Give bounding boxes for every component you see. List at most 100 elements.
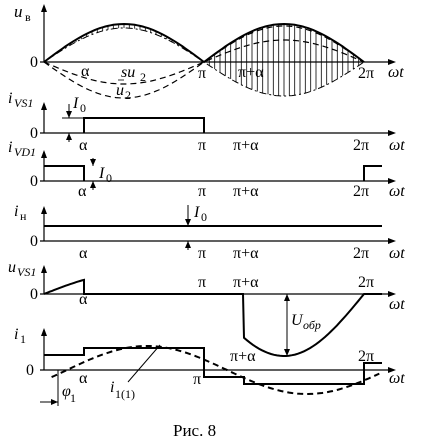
uvs1-dim-arrow-b [284, 349, 290, 356]
in-I0-sub: 0 [201, 210, 207, 224]
ivs1-axis-arrow [41, 102, 47, 110]
ub-y-label: u [14, 2, 23, 21]
in-x-label: ωt [389, 245, 405, 262]
ivs1-I0-label: I [72, 95, 79, 112]
in-y-label: i [14, 203, 18, 220]
in-y-sub: н [20, 209, 27, 223]
i1-tick-pi-alpha: π+α [230, 348, 256, 365]
panel-ub: u в 0 α π π+α 2π ωt su 2 u 2 [14, 2, 404, 102]
ub-tick-pi: π [198, 65, 206, 82]
ivd1-axis-arrow [41, 150, 47, 158]
i1-axis-arrow [41, 328, 47, 336]
ivs1-zero: 0 [30, 125, 38, 142]
i1-tick-2pi: 2π [358, 348, 374, 365]
ivs1-time-arrow [388, 130, 396, 136]
i1-y-sub: 1 [20, 332, 26, 346]
panel-ivd1: i VD1 0 I 0 α π π+α 2π ωt [8, 139, 405, 200]
ivd1-y-label: i [8, 139, 12, 156]
i1-fund-leader [127, 344, 161, 383]
ub-x-label: ωt [388, 64, 404, 81]
panel-uvs1: u VS1 0 α π π+α 2π ωt U обр [8, 259, 405, 357]
ivs1-tick-alpha: α [79, 137, 88, 154]
ub-tick-2pi: 2π [358, 65, 374, 82]
ivd1-time-arrow [388, 178, 396, 184]
i1-next-step [363, 362, 382, 370]
ub-su2-label: su [121, 64, 135, 81]
uvs1-tick-pi-alpha: π+α [233, 274, 259, 291]
i1-fundamental-curve [51, 345, 380, 395]
uvs1-tick-2pi: 2π [358, 274, 374, 291]
ivs1-y-sub: VS1 [14, 96, 33, 110]
panel-in: i н 0 I 0 α π π+α 2π ωt [14, 203, 405, 262]
i1-fund-sub: 1(1) [115, 387, 135, 401]
in-axis-arrow [41, 206, 47, 214]
panel-ivs1: i VS1 0 I 0 α π π+α 2π ωt [8, 90, 405, 154]
ub-zero: 0 [30, 54, 38, 71]
ivs1-y-label: i [8, 90, 12, 107]
i1-fund-label: i [110, 379, 114, 396]
i1-phase-label: φ [62, 383, 71, 400]
ivd1-I0-label: I [98, 165, 105, 182]
ub-su2-sub: 2 [140, 70, 146, 84]
ivd1-dim-arrow-b [90, 181, 96, 188]
i1-x-label: ωt [389, 370, 405, 387]
i1-zero: 0 [26, 362, 34, 379]
panel-i1: i 1 0 α π π+α 2π ωt i 1(1) φ 1 [14, 326, 405, 406]
ub-u2-curve [43, 25, 365, 99]
in-tick-2pi: 2π [353, 245, 369, 262]
ub-envelope-curve [43, 27, 365, 97]
uvs1-dim-arrow-a [284, 294, 290, 301]
ivd1-dim-arrow-a [90, 159, 96, 166]
uvs1-axis-arrow [41, 265, 47, 273]
ub-u2-sub: 2 [125, 88, 131, 102]
uvs1-zero: 0 [30, 286, 38, 303]
i1-positive-step [44, 347, 205, 370]
uvs1-y-label: u [8, 259, 16, 276]
ivs1-dim-arrow-b [66, 133, 72, 140]
ivd1-pulse-left [44, 165, 85, 181]
ivd1-tick-pi-alpha: π+α [233, 183, 259, 200]
ivs1-tick-pi-alpha: π+α [233, 137, 259, 154]
ub-y-sub: в [25, 10, 31, 24]
uvs1-y-sub: VS1 [17, 265, 36, 279]
in-dim-arrow-a [185, 219, 191, 226]
uvs1-Uobr-sub: обр [303, 318, 321, 332]
in-zero: 0 [30, 233, 38, 250]
i1-tick-pi: π [193, 371, 201, 388]
ub-time-arrow [388, 59, 396, 65]
ub-tick-alpha: α [81, 63, 90, 80]
ivs1-pulse [83, 117, 205, 133]
ub-tick-pi-alpha: π+α [238, 64, 264, 81]
in-I0-label: I [193, 204, 200, 221]
in-tick-alpha: α [79, 245, 88, 262]
in-tick-pi: π [198, 245, 206, 262]
uvs1-tick-alpha: α [79, 291, 88, 308]
i1-negative-step [203, 370, 365, 385]
in-time-arrow [388, 238, 396, 244]
uvs1-tick-pi: π [198, 274, 206, 291]
i1-y-label: i [14, 326, 18, 343]
uvs1-x-label: ωt [389, 296, 405, 313]
ub-axis-arrow [41, 4, 47, 12]
i1-phase-arrow [51, 399, 58, 405]
in-tick-pi-alpha: π+α [233, 245, 259, 262]
ivd1-tick-pi: π [198, 183, 206, 200]
in-dim-arrow-b [185, 241, 191, 248]
i1-tick-alpha: α [79, 370, 88, 387]
ivd1-y-sub: VD1 [14, 145, 36, 159]
ivs1-tick-2pi: 2π [353, 137, 369, 154]
uvs1-Uobr-label: U [291, 312, 304, 329]
ivd1-zero: 0 [30, 173, 38, 190]
ivd1-tick-alpha: α [78, 183, 87, 200]
ivd1-pulse-right [363, 165, 382, 181]
ivd1-I0-sub: 0 [106, 171, 112, 185]
figure-caption: Рис. 8 [173, 421, 216, 440]
ivd1-tick-2pi: 2π [353, 183, 369, 200]
ub-u2-label: u [116, 82, 124, 99]
ivd1-x-label: ωt [389, 183, 405, 200]
i1-time-arrow [388, 367, 396, 373]
ivs1-tick-pi: π [198, 137, 206, 154]
uvs1-curve [43, 278, 382, 357]
ivs1-x-label: ωt [389, 137, 405, 154]
